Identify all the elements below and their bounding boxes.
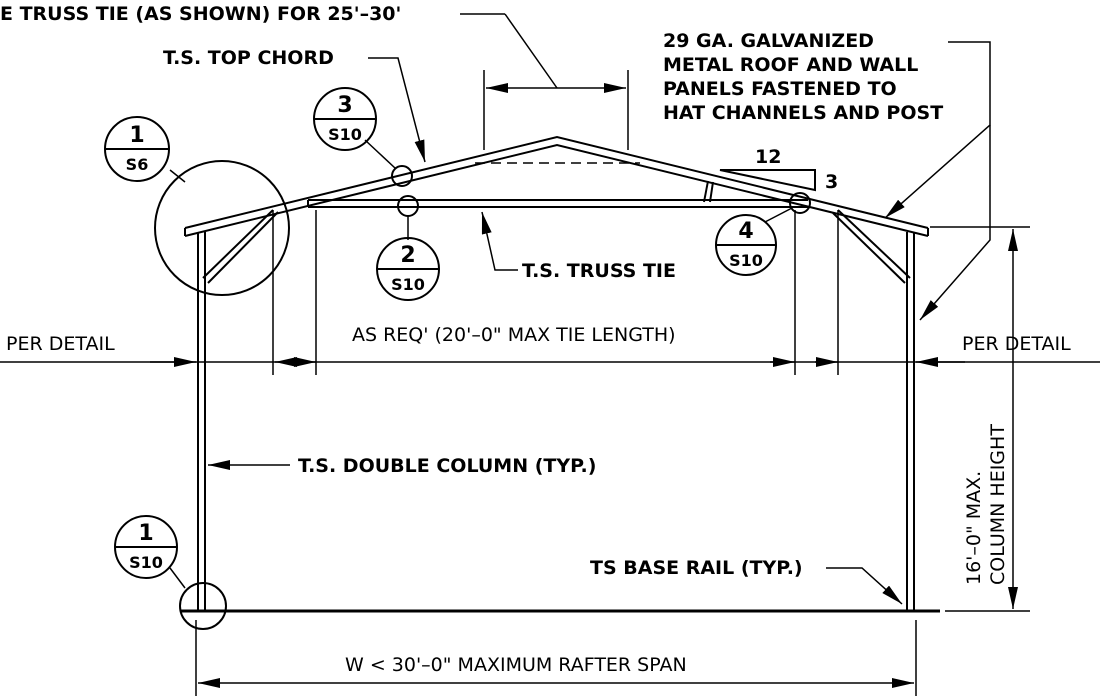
callout-number: 4 bbox=[738, 219, 753, 244]
callout-1-s6[interactable]: 1 S6 bbox=[104, 116, 170, 182]
double-columns bbox=[197, 232, 915, 610]
per-detail-right: PER DETAIL bbox=[962, 333, 1071, 355]
ridge-dimension bbox=[460, 13, 629, 150]
callout-number: 1 bbox=[129, 123, 144, 148]
callout-sheet: S10 bbox=[729, 251, 763, 270]
callout-1-s10[interactable]: 1 S10 bbox=[114, 515, 186, 589]
truss-tie bbox=[307, 199, 808, 208]
callout-sheet: S10 bbox=[328, 125, 362, 144]
slope-run: 12 bbox=[755, 146, 781, 168]
height-label-line2: COLUMN HEIGHT bbox=[987, 424, 1009, 585]
callout-4-s10[interactable]: 4 S10 bbox=[715, 214, 777, 276]
callout-number: 1 bbox=[138, 521, 153, 546]
tie-dimension bbox=[0, 210, 1100, 375]
callout-sheet: S10 bbox=[391, 275, 425, 294]
slope-indicator: 12 3 bbox=[719, 146, 838, 193]
callout-2-s10[interactable]: 2 S10 bbox=[376, 237, 440, 301]
top-chord-note: T.S. TOP CHORD bbox=[163, 47, 334, 69]
callout-number: 2 bbox=[400, 243, 415, 268]
detail-circles bbox=[154, 139, 811, 630]
height-label-line1: 16'–0" MAX. bbox=[963, 471, 985, 585]
height-dimension-label: 16'–0" MAX. COLUMN HEIGHT bbox=[963, 424, 1009, 585]
panels-note-line4: HAT CHANNELS AND POST bbox=[663, 102, 943, 124]
per-detail-left: PER DETAIL bbox=[6, 333, 115, 355]
as-req-dimension-label: AS REQ' (20'–0" MAX TIE LENGTH) bbox=[352, 324, 676, 346]
height-dimension bbox=[930, 226, 1030, 612]
truss-tie-note: T.S. TRUSS TIE bbox=[522, 260, 676, 282]
callout-sheet: S10 bbox=[129, 553, 163, 572]
leaders bbox=[208, 41, 991, 605]
knee-braces bbox=[202, 209, 911, 284]
callout-number: 3 bbox=[337, 93, 352, 118]
slope-rise: 3 bbox=[825, 171, 838, 193]
panels-note-line1: 29 GA. GALVANIZED bbox=[663, 30, 874, 52]
panels-note-line2: METAL ROOF AND WALL bbox=[663, 54, 918, 76]
span-dimension-label: W < 30'–0" MAXIMUM RAFTER SPAN bbox=[345, 654, 687, 676]
base-rail-note: TS BASE RAIL (TYP.) bbox=[590, 557, 803, 579]
panels-note-line3: PANELS FASTENED TO bbox=[663, 78, 897, 100]
top-chord bbox=[184, 135, 929, 237]
callout-sheet: S6 bbox=[126, 155, 149, 174]
callout-3-s10[interactable]: 3 S10 bbox=[313, 87, 377, 151]
double-column-note: T.S. DOUBLE COLUMN (TYP.) bbox=[298, 455, 596, 477]
span-dimension bbox=[195, 620, 917, 696]
truss-tie-top-note: E TRUSS TIE (AS SHOWN) FOR 25'–30' bbox=[0, 3, 401, 25]
